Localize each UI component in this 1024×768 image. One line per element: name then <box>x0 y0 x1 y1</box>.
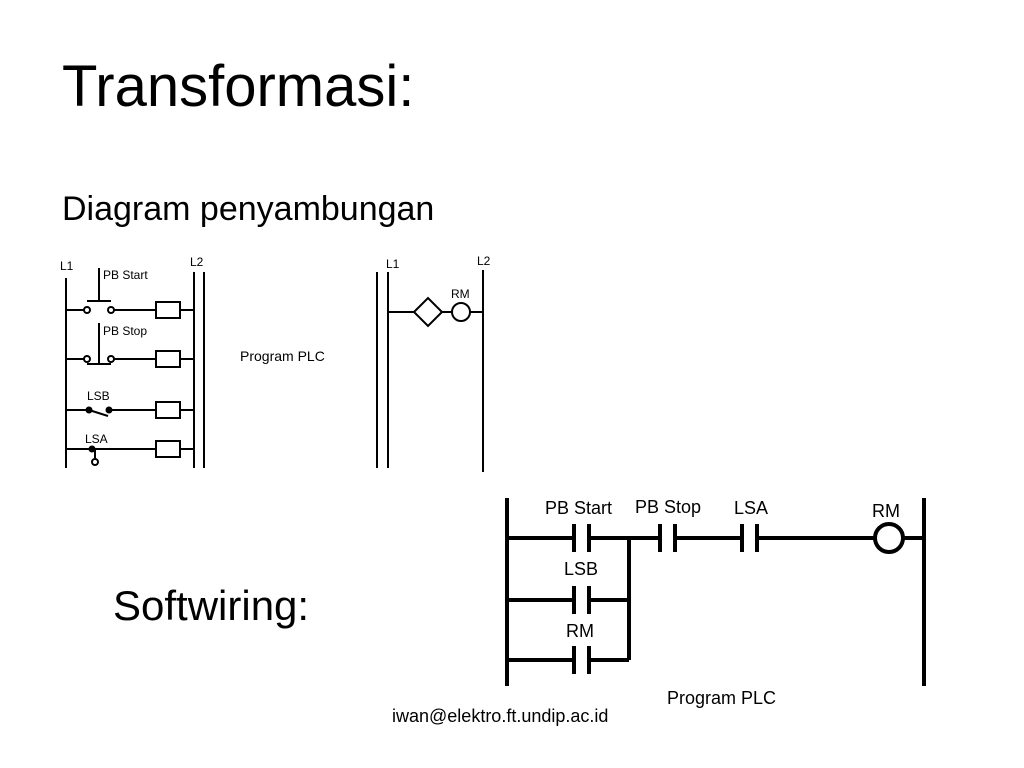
program-plc-label-middle: Program PLC <box>240 348 325 364</box>
footer-email: iwan@elektro.ft.undip.ac.id <box>392 706 609 726</box>
contact-pb-stop <box>658 524 677 552</box>
lsb-label: LSB <box>87 389 110 403</box>
contact-lsb <box>572 586 591 614</box>
ladder-lsb-label: LSB <box>564 559 598 579</box>
plc-diamond-symbol <box>412 296 444 328</box>
rung-lsa: LSA <box>66 432 194 466</box>
slide-title: Transformasi: <box>62 54 415 119</box>
rm-lamp-symbol <box>451 302 471 322</box>
contact-rm <box>572 646 591 674</box>
lsa-label: LSA <box>85 432 108 446</box>
hardwired-l2-label: L2 <box>190 255 204 269</box>
ladder-lsa-label: LSA <box>734 498 768 518</box>
ladder-pb-start-label: PB Start <box>545 498 612 518</box>
slide-subtitle: Diagram penyambungan <box>62 190 435 228</box>
ladder-rm-coil-label: RM <box>872 501 900 521</box>
coil-rm <box>873 522 905 554</box>
rm-output-label: RM <box>451 287 470 301</box>
rung-pb-start: PB Start <box>66 268 194 319</box>
softwiring-label: Softwiring: <box>113 582 310 629</box>
contact-lsa <box>740 524 759 552</box>
plc-l1-label: L1 <box>386 257 400 271</box>
ladder-caption: Program PLC <box>667 688 776 708</box>
plc-output-diagram: L1 L2 RM <box>376 254 491 472</box>
plc-l2-label: L2 <box>477 254 491 268</box>
rung-lsb: LSB <box>66 389 194 419</box>
hardwired-l1-label: L1 <box>60 259 74 273</box>
ladder-pb-stop-label: PB Stop <box>635 497 701 517</box>
ladder-diagram <box>505 498 926 686</box>
contact-pb-start <box>572 524 591 552</box>
hardwired-diagram: L1 L2 PB Start PB Stop <box>60 255 205 468</box>
ladder-rm-contact-label: RM <box>566 621 594 641</box>
rung-pb-stop: PB Stop <box>66 323 194 368</box>
pb-start-label: PB Start <box>103 268 148 282</box>
pb-stop-label: PB Stop <box>103 324 147 338</box>
